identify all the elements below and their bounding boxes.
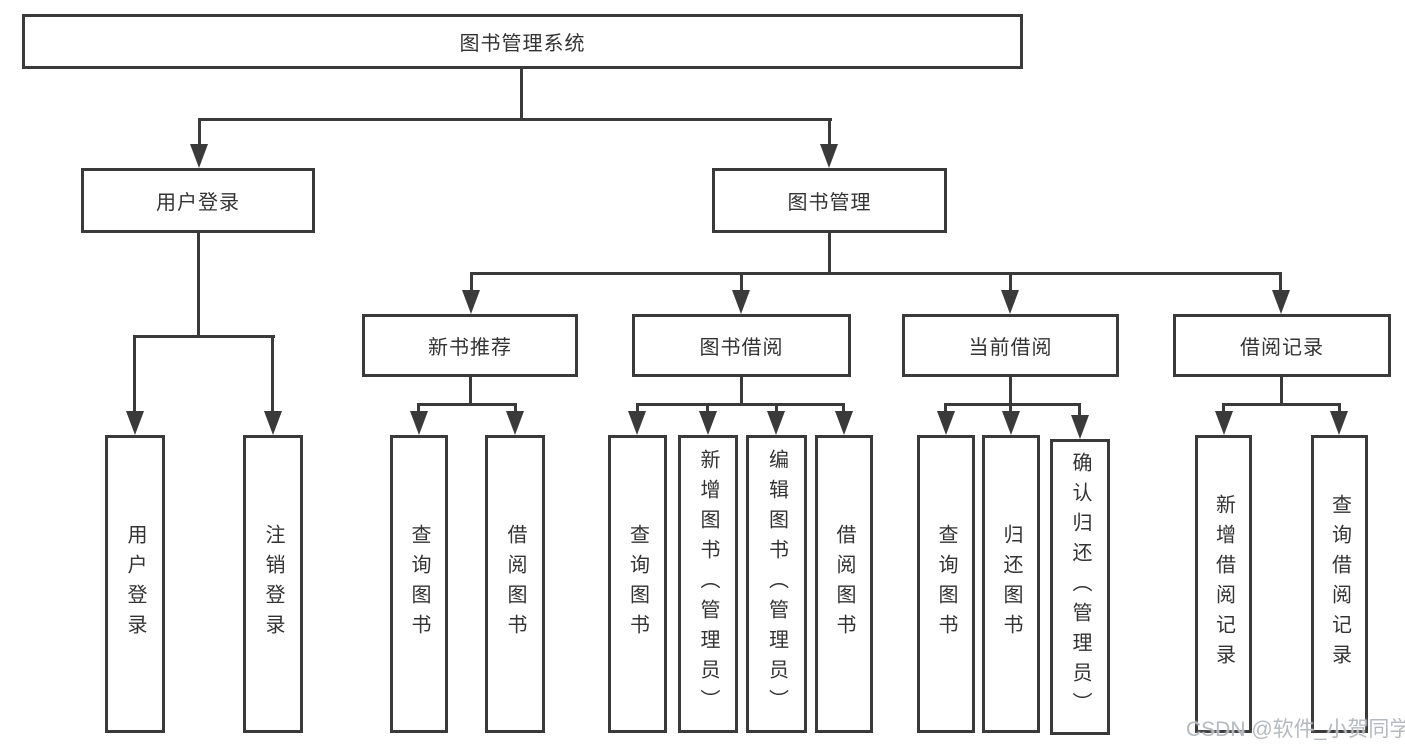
connector-line [1222, 403, 1225, 417]
branch-box-current-borrowing: 当前借阅 [902, 314, 1119, 377]
connector-line [944, 403, 947, 417]
connector-line [470, 272, 473, 294]
leaf-box-logout: 注销登录 [243, 435, 303, 733]
connector-line [740, 377, 743, 405]
arrow-down-icon [628, 411, 646, 435]
connector-line [197, 233, 200, 337]
leaf-label: 编辑图书（管理员） [765, 449, 788, 719]
connector-line [636, 403, 845, 406]
leaf-label: 新增图书（管理员） [697, 449, 719, 719]
connector-line [1009, 377, 1012, 405]
arrow-down-icon [126, 411, 144, 435]
arrow-down-icon [767, 411, 785, 435]
leaf-label: 注销登录 [262, 524, 284, 644]
leaf-box-bb-query-book: 查询图书 [608, 435, 667, 733]
connector-line [1078, 403, 1081, 421]
arrow-down-icon [1001, 290, 1019, 314]
connector-line [271, 335, 274, 417]
root-label: 图书管理系统 [459, 33, 586, 55]
leaf-box-cb-query-book: 查询图书 [917, 435, 975, 733]
connector-line [944, 403, 1081, 406]
arrow-down-icon [1272, 290, 1290, 314]
branch-label: 新书推荐 [428, 337, 512, 359]
leaf-box-bb-borrow-book: 借阅图书 [815, 435, 873, 733]
branch-box-new-book-recommend: 新书推荐 [362, 314, 578, 377]
root-box-library-management-system: 图书管理系统 [22, 14, 1023, 69]
csdn-watermark: CSDN @软件_小贺同学 [1186, 718, 1405, 741]
leaf-label: 新增借阅记录 [1212, 494, 1235, 674]
connector-line [514, 403, 517, 417]
connector-line [133, 335, 136, 417]
leaf-box-bb-add-book-admin: 新增图书（管理员） [678, 435, 738, 733]
arrow-down-icon [699, 411, 717, 435]
arrow-down-icon [835, 411, 853, 435]
connector-line [1009, 403, 1012, 417]
leaf-label: 查询图书 [935, 524, 957, 644]
leaf-label: 查询图书 [626, 524, 649, 644]
arrow-down-icon [1002, 411, 1020, 435]
arrow-down-icon [1215, 411, 1233, 435]
arrow-down-icon [820, 144, 838, 168]
leaf-box-cb-return-book: 归还图书 [982, 435, 1040, 733]
connector-line [1009, 272, 1012, 294]
connector-line [469, 377, 472, 405]
connector-line [417, 403, 420, 417]
connector-line [1280, 377, 1283, 405]
leaf-box-br-query-record: 查询借阅记录 [1311, 435, 1368, 733]
connector-line [198, 118, 201, 150]
connector-line [828, 118, 831, 150]
connector-line [706, 403, 709, 417]
branch-box-user-login: 用户登录 [81, 168, 315, 233]
arrow-down-icon [937, 411, 955, 435]
arrow-down-icon [264, 411, 282, 435]
leaf-box-bb-edit-book-admin: 编辑图书（管理员） [746, 435, 807, 733]
arrow-down-icon [1071, 415, 1089, 439]
connector-line [775, 403, 778, 417]
branch-box-borrowing-records: 借阅记录 [1173, 314, 1391, 377]
leaf-box-user-login: 用户登录 [105, 435, 165, 733]
leaf-label: 借阅图书 [833, 524, 855, 644]
branch-label: 当前借阅 [968, 337, 1053, 359]
arrow-down-icon [732, 290, 750, 314]
arrow-down-icon [410, 411, 428, 435]
connector-line [1279, 272, 1282, 294]
connector-line [417, 403, 517, 406]
arrow-down-icon [190, 144, 208, 168]
arrow-down-icon [462, 290, 480, 314]
connector-line [828, 233, 831, 275]
leaf-label: 借阅图书 [504, 524, 526, 644]
branch-label: 图书借阅 [699, 337, 784, 359]
connector-line [1338, 403, 1341, 417]
connector-line [740, 272, 743, 294]
connector-line [198, 118, 832, 121]
leaf-box-nb-borrow-book: 借阅图书 [485, 435, 545, 733]
connector-line [636, 403, 639, 417]
branch-label: 图书管理 [787, 192, 872, 214]
connector-line [133, 335, 275, 338]
branch-box-book-management: 图书管理 [712, 168, 947, 233]
leaf-label: 归还图书 [1000, 524, 1022, 644]
leaf-box-cb-confirm-return-admin: 确认归还（管理员） [1050, 439, 1110, 735]
leaf-label: 用户登录 [124, 524, 146, 644]
arrow-down-icon [1330, 411, 1348, 435]
connector-line [470, 272, 1282, 275]
branch-label: 借阅记录 [1240, 337, 1324, 359]
connector-line [520, 68, 523, 120]
connector-line [842, 403, 845, 417]
leaf-label: 查询图书 [408, 524, 430, 644]
branch-label: 用户登录 [156, 192, 240, 214]
leaf-box-br-add-record: 新增借阅记录 [1195, 435, 1252, 733]
arrow-down-icon [506, 411, 524, 435]
branch-box-book-borrowing: 图书借阅 [632, 314, 851, 377]
connector-line [1222, 403, 1341, 406]
leaf-box-nb-query-book: 查询图书 [390, 435, 448, 733]
leaf-label: 确认归还（管理员） [1069, 452, 1091, 722]
leaf-label: 查询借阅记录 [1328, 494, 1351, 674]
